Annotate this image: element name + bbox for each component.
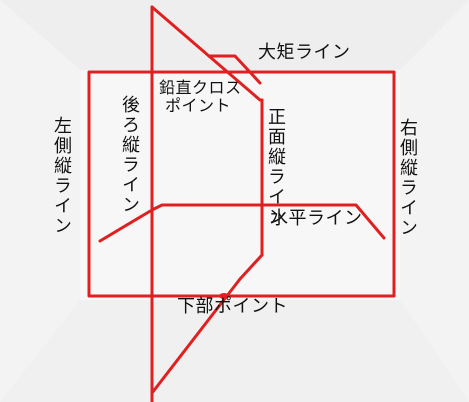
left-wall-surface bbox=[0, 0, 80, 402]
bottom-point-dot bbox=[219, 293, 229, 299]
front-vertical-tail bbox=[238, 253, 264, 281]
label-right-vertical: 右側縦ライン bbox=[397, 118, 418, 238]
top-line-segment bbox=[207, 54, 262, 85]
outer-frame-line bbox=[87, 70, 396, 298]
left-horizontal-tail bbox=[98, 208, 154, 243]
back-wall-surface bbox=[80, 70, 400, 300]
label-left-vertical: 左側縦ライン bbox=[51, 116, 72, 236]
ceiling-surface bbox=[0, 0, 469, 70]
label-cross-point-line2: ポイント bbox=[165, 95, 232, 115]
floor-surface bbox=[0, 300, 469, 402]
label-top-line: 大矩ライン bbox=[258, 42, 351, 63]
label-horizontal-line: 水平ライン bbox=[270, 208, 363, 229]
label-cross-point-line1: 鉛直クロス bbox=[159, 78, 242, 97]
horizontal-line bbox=[150, 203, 386, 240]
label-rear-vertical: 後ろ縦ライン bbox=[119, 95, 140, 215]
label-bottom-point: 下部ポイント bbox=[177, 296, 288, 317]
label-front-vertical: 正面縦ライン bbox=[265, 107, 286, 227]
label-cross-point: 鉛直クロス ポイント bbox=[159, 79, 242, 114]
right-wall-surface bbox=[400, 0, 469, 402]
